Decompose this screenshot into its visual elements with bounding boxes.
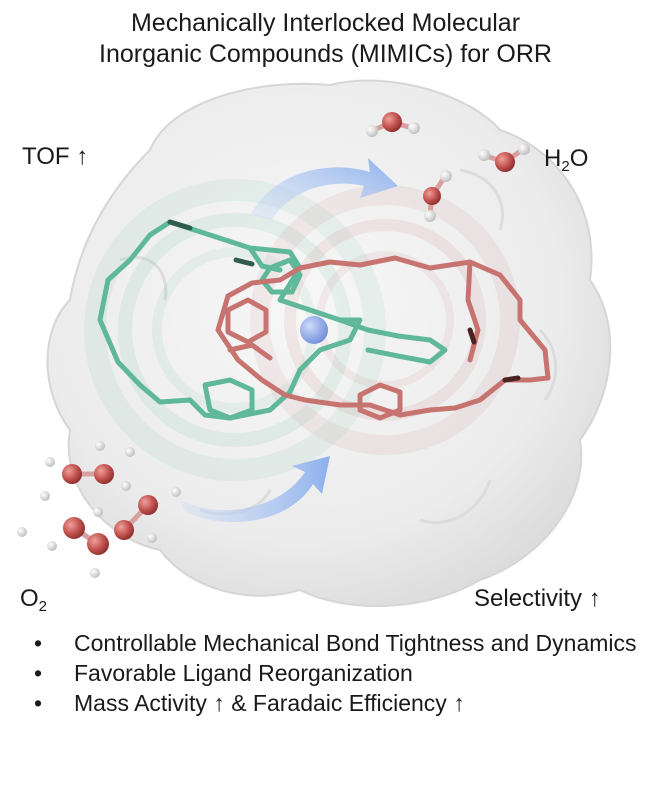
h2o-label-h: H [544,145,562,172]
lower-curved-arrow [180,456,330,523]
o2-label-subscript: 2 [38,598,48,615]
metal-center-atom [300,316,328,344]
proton-atoms [17,441,181,578]
h2o-label-subscript: 2 [561,158,570,175]
red-macrocycle [215,255,551,421]
water-molecule [478,143,530,172]
h2o-label-o: O [569,145,589,172]
o2-label-o: O [20,585,39,612]
o2-molecule [114,495,158,540]
title-line-1: Mechanically Interlocked Molecular [130,9,521,37]
o2-molecule [62,464,114,484]
oxygen-molecules [62,464,158,555]
bullet-item: Mass Activity ↑ & Faradaic Efficiency ↑ [28,688,648,718]
o2-molecule [63,517,109,555]
upper-curved-arrow [250,158,398,220]
selectivity-label: Selectivity ↑ [474,585,601,612]
water-molecule [366,112,420,137]
title-line-2: Inorganic Compounds (MIMICs) for ORR [99,40,552,68]
water-molecule [423,170,452,222]
figure-title: Mechanically Interlocked Molecular Inorg… [0,8,651,70]
tof-label: TOF ↑ [22,143,89,170]
red-macrocycle-dark-segments [467,327,521,383]
o2-label: O2 [20,585,48,615]
bullet-item: Favorable Ligand Reorganization [28,658,648,688]
green-macrocycle-dark-segments [167,219,255,267]
feature-bullet-list: Controllable Mechanical Bond Tightness a… [28,628,648,718]
bullet-item: Controllable Mechanical Bond Tightness a… [28,628,648,658]
h2o-label: H2O [544,145,589,175]
water-molecules [366,112,530,222]
